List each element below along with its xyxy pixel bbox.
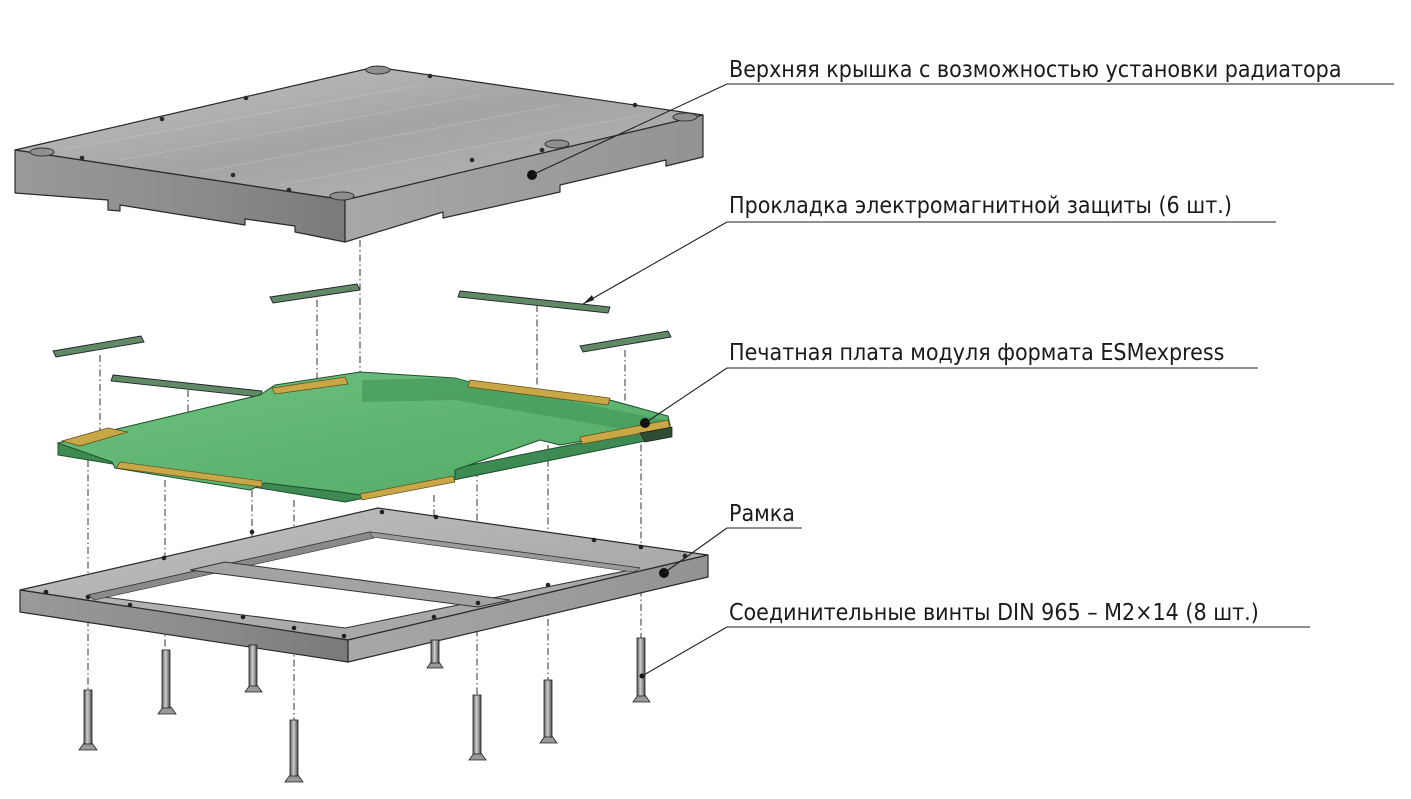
emi-gasket-5 bbox=[110, 374, 263, 398]
emi-gasket-3 bbox=[52, 335, 145, 358]
label-screws: Соединительные винты DIN 965 – M2×14 (8 … bbox=[729, 600, 1259, 626]
screw-8 bbox=[632, 637, 651, 703]
emi-gasket-2 bbox=[457, 290, 611, 314]
label-top-cover: Верхняя крышка с возможностью установки … bbox=[729, 57, 1342, 83]
label-frame: Рамка bbox=[729, 501, 795, 527]
frame bbox=[19, 507, 709, 663]
screw-3 bbox=[244, 644, 263, 693]
emi-gasket-4 bbox=[579, 330, 672, 353]
callout-labels: Верхняя крышка с возможностью установки … bbox=[727, 57, 1394, 628]
label-pcb: Печатная плата модуля формата ESMexpress bbox=[729, 340, 1224, 366]
pcb-board bbox=[56, 371, 673, 503]
emi-gasket-1 bbox=[269, 283, 361, 304]
top-cover bbox=[14, 65, 704, 243]
screws bbox=[78, 637, 651, 783]
screw-4 bbox=[284, 719, 304, 783]
screw-2 bbox=[157, 649, 177, 715]
screw-1 bbox=[78, 689, 98, 751]
screw-5 bbox=[426, 639, 444, 669]
screw-7 bbox=[539, 679, 558, 744]
label-emi-gasket: Прокладка электромагнитной защиты (6 шт.… bbox=[729, 193, 1232, 219]
callout-leaders bbox=[531, 83, 728, 677]
screw-6 bbox=[468, 694, 487, 761]
